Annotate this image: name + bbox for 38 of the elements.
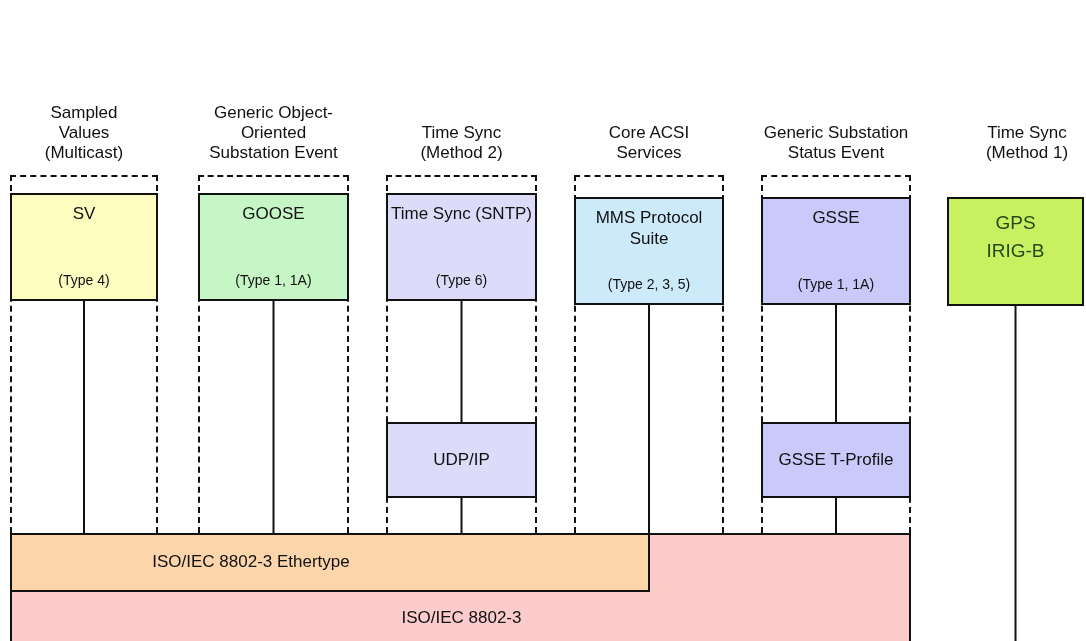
- connector-line: [460, 300, 463, 423]
- group-heading: Core ACSI Services: [607, 123, 691, 163]
- type-label: (Type 1, 1A): [797, 275, 875, 293]
- protocol-name: GOOSE: [242, 203, 305, 224]
- connector-line: [272, 300, 275, 534]
- connector-line: [835, 497, 837, 534]
- layer-label: ISO/IEC 8802-3 Ethertype: [152, 551, 350, 572]
- protocol-layer-band: [10, 533, 911, 641]
- connector-line: [835, 304, 837, 423]
- type-label: (Type 1, 1A): [235, 271, 312, 289]
- protocol-box: [386, 422, 537, 498]
- protocol-name: GSSE T-Profile: [778, 448, 894, 470]
- protocol-box: [574, 197, 724, 305]
- group-heading: Generic Substation Status Event: [762, 123, 910, 163]
- group-heading: Time Sync (Method 2): [419, 123, 504, 163]
- protocol-name: SV: [72, 203, 96, 224]
- protocol-box: [198, 193, 349, 301]
- connector-line: [83, 300, 85, 534]
- group-heading: Sampled Values (Multicast): [43, 103, 125, 163]
- type-label: (Type 2, 3, 5): [607, 275, 691, 293]
- protocol-layer-band: [10, 533, 650, 592]
- connector-line: [648, 304, 650, 534]
- protocol-box: [10, 193, 158, 301]
- protocol-name: MMS Protocol Suite: [594, 207, 704, 249]
- connector-line: [1014, 305, 1017, 641]
- protocol-name: Time Sync (SNTP): [390, 203, 532, 224]
- protocol-box: [761, 197, 911, 305]
- protocol-name: UDP/IP: [433, 448, 490, 470]
- group-heading: Generic Object-Oriented Substation Event: [208, 103, 339, 163]
- layer-label: ISO/IEC 8802-3: [401, 607, 522, 628]
- connector-line: [460, 497, 463, 534]
- protocol-name: GSSE: [812, 207, 860, 228]
- protocol-box: [386, 193, 537, 301]
- type-label: (Type 6): [435, 271, 488, 289]
- protocol-name: GPS IRIG-B: [985, 211, 1046, 263]
- protocol-box: [761, 422, 911, 498]
- type-label: (Type 4): [58, 271, 110, 289]
- column-heading: Time Sync (Method 1): [984, 123, 1070, 163]
